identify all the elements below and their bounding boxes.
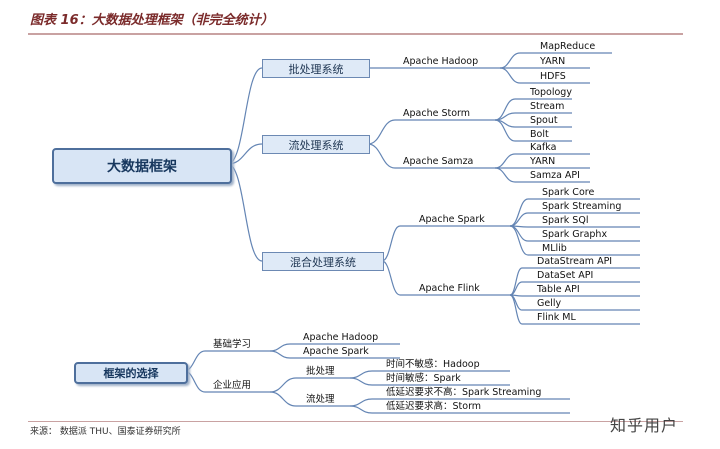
leaf-datastream-api: DataStream API [537, 256, 613, 267]
leaf-bolt: Bolt [530, 129, 549, 140]
leaf-time-insensitive: 时间不敏感：Hadoop [386, 359, 480, 370]
leaf-learn-hadoop: Apache Hadoop [303, 332, 379, 343]
figure-title: 图表 16：大数据处理框架（非完全统计） [30, 13, 274, 28]
bottom-divider [28, 421, 683, 422]
leaf-mllib: MLlib [542, 243, 567, 254]
connector-curve [381, 225, 401, 262]
leaf-kafka: Kafka [530, 142, 557, 153]
leaf-spout: Spout [530, 115, 558, 126]
leaf-yarn: YARN [540, 56, 566, 67]
leaf-table-api: Table API [537, 284, 580, 295]
leaf-spark-core: Spark Core [542, 187, 595, 198]
connector-curve [509, 267, 523, 296]
leaf-gelly: Gelly [537, 298, 562, 309]
tool-apache-flink: Apache Flink [419, 283, 480, 294]
connector-curve [509, 225, 529, 256]
connector-curve [494, 119, 516, 142]
node-batch-system: 批处理系统 [262, 59, 370, 78]
branch-ent-stream: 流处理 [306, 394, 335, 405]
leaf-learn-spark: Apache Spark [303, 346, 369, 357]
branch-basic-learning: 基础学习 [213, 339, 252, 350]
top-divider [28, 33, 683, 35]
connector-curve [509, 294, 523, 325]
branch-ent-batch: 批处理 [306, 366, 335, 377]
leaf-spark-streaming: Spark Streaming [542, 201, 622, 212]
leaf-low-latency-low: 低延迟要求不高：Spark Streaming [386, 387, 542, 398]
leaf-spark-sql: Spark SQl [542, 215, 589, 226]
connector-curve [509, 212, 529, 227]
branch-enterprise: 企业应用 [213, 380, 252, 391]
connector-curve [349, 370, 373, 379]
tool-apache-storm: Apache Storm [403, 108, 471, 119]
leaf-hdfs: HDFS [540, 71, 566, 82]
watermark: 知乎用户 [610, 416, 679, 435]
connector-curve [349, 377, 373, 386]
leaf-low-latency-high: 低延迟要求高：Storm [386, 401, 482, 412]
connector-curve [494, 153, 516, 169]
leaf-mapreduce: MapReduce [540, 41, 596, 52]
connector-curve [227, 67, 263, 165]
node-hybrid-system: 混合处理系统 [262, 252, 384, 271]
connector-curve [381, 260, 401, 296]
connector-curve [509, 198, 529, 227]
leaf-samza-api: Samza API [530, 170, 580, 181]
connector-curve [269, 377, 297, 393]
leaf-spark-graphx: Spark Graphx [542, 229, 608, 240]
connector-curve [499, 52, 521, 69]
leaf-dataset-api: DataSet API [537, 270, 594, 281]
leaf-topology: Topology [530, 87, 572, 98]
connector-curve [269, 343, 291, 352]
connector-curve [349, 398, 373, 407]
source-note: 来源： 数据派 THU、国泰证券研究所 [30, 427, 181, 437]
connector-curve [494, 167, 516, 183]
connector-curve [349, 405, 373, 414]
node-stream-system: 流处理系统 [262, 135, 370, 154]
leaf-yarn-samza: YARN [530, 156, 556, 167]
leaf-flink-ml: Flink ML [537, 312, 576, 323]
leaf-stream: Stream [530, 101, 565, 112]
root-node-big-data-frameworks: 大数据框架 [52, 148, 232, 184]
connector-curve [367, 143, 396, 169]
connector-curve [269, 350, 291, 359]
connector-curve [499, 67, 521, 84]
tool-apache-samza: Apache Samza [403, 156, 474, 167]
connector-curve [227, 163, 263, 262]
root-node-framework-choice: 框架的选择 [74, 362, 188, 384]
tool-apache-spark: Apache Spark [419, 214, 485, 225]
connector-curve [269, 391, 297, 407]
connector-curve [367, 119, 396, 145]
tool-apache-hadoop: Apache Hadoop [403, 56, 479, 67]
leaf-time-sensitive: 时间敏感：Spark [386, 373, 461, 384]
